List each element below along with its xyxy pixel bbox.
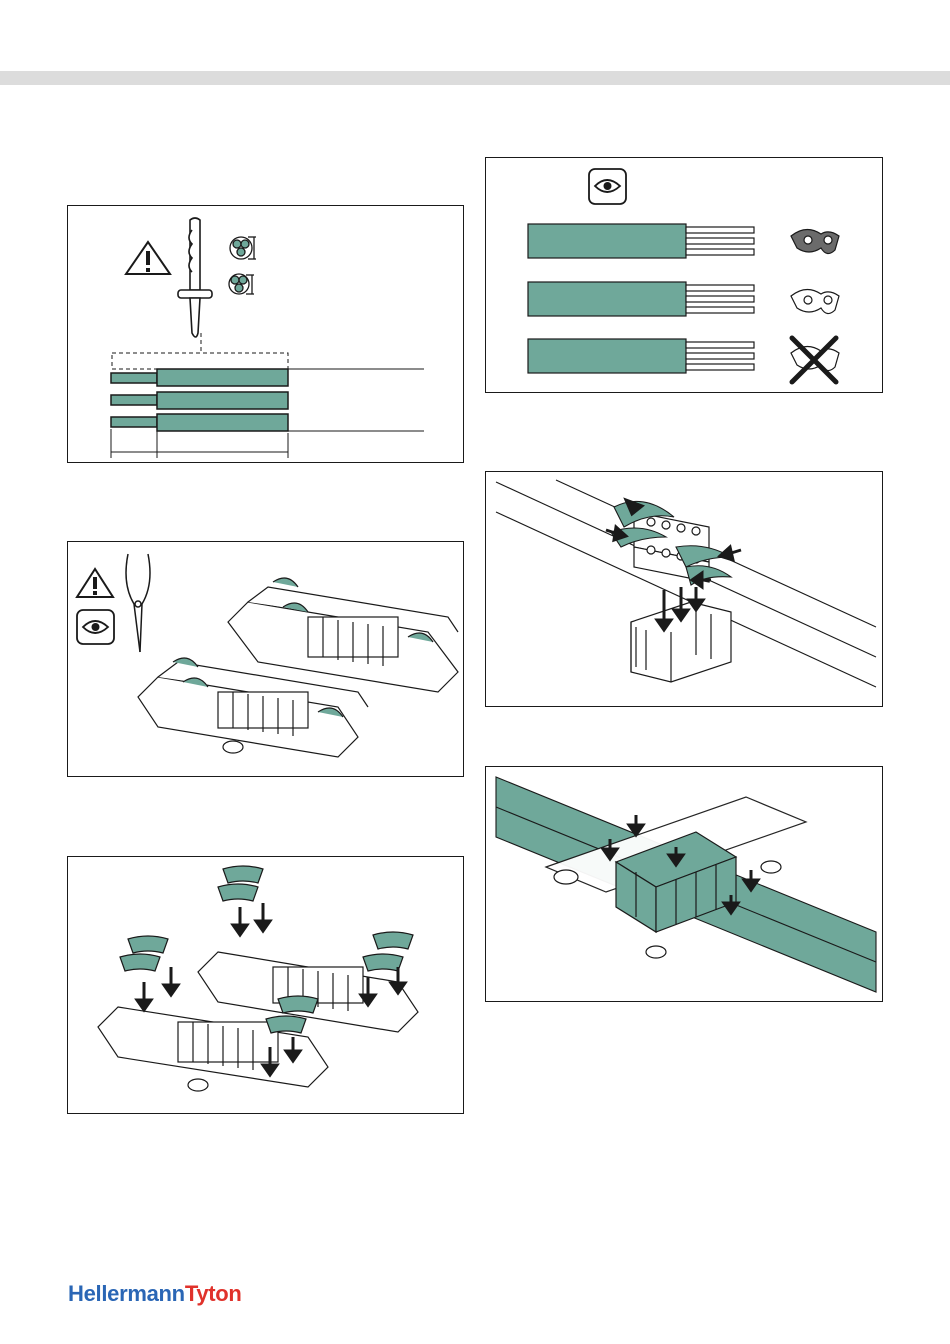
header-band: [0, 71, 950, 85]
warning-triangle-icon: [126, 242, 170, 274]
cable-option-1: [528, 224, 754, 258]
knife-icon: [178, 218, 212, 337]
insert-selection-illustration: [486, 158, 883, 393]
housing-back: [228, 578, 458, 692]
brand-logo-part2: Tyton: [185, 1281, 242, 1306]
brand-logo: HellermannTyton: [68, 1281, 242, 1307]
inserts-illustration: [68, 857, 464, 1114]
brand-logo-part1: Hellermann: [68, 1281, 185, 1306]
open-housing-illustration: [68, 542, 464, 777]
strip-cable-illustration: [68, 206, 464, 463]
eye-icon: [589, 169, 626, 204]
pliers-icon: [126, 554, 150, 652]
warning-triangle-icon: [77, 569, 113, 597]
step-1-strip-cable: [67, 205, 464, 463]
insert-light-icon: [791, 289, 839, 313]
close-housing-illustration: [486, 767, 883, 1002]
cable-option-3: [528, 339, 754, 373]
step-5-connect-cores: [485, 471, 883, 707]
step-3-insert-inserts: [67, 856, 464, 1114]
step-4-select-insert: [485, 157, 883, 393]
step-2-open-housing: [67, 541, 464, 777]
step-6-close-housing: [485, 766, 883, 1002]
stripping-dimension-diagram: [111, 333, 424, 458]
cable-option-2: [528, 282, 754, 316]
connect-cores-illustration: [486, 472, 883, 707]
insert-dark-icon: [791, 229, 839, 253]
eye-icon: [77, 610, 114, 644]
cable-cross-section-icon: [229, 237, 256, 294]
insert-not-allowed: [791, 338, 839, 382]
